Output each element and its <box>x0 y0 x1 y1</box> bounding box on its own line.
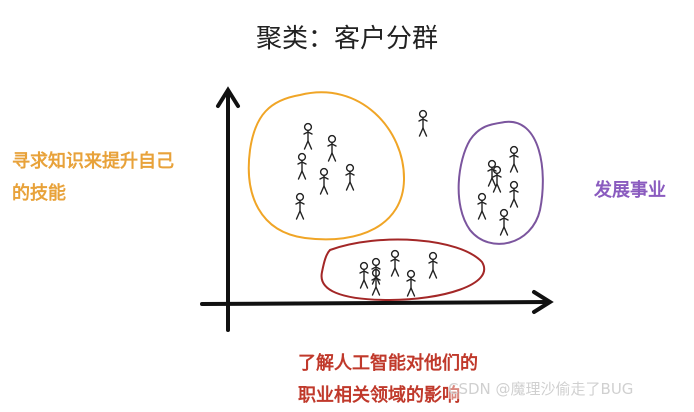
cluster-left-person-1 <box>303 122 313 150</box>
x-axis-arrow-icon <box>532 290 554 314</box>
cluster-right-outline <box>457 120 544 245</box>
cluster-bottom-person-5 <box>428 251 438 279</box>
cluster-right-person-1 <box>509 145 519 173</box>
page-title: 聚类：客户分群 <box>255 24 438 54</box>
x-axis <box>200 300 550 306</box>
cluster-bottom-person-1 <box>359 261 369 289</box>
label-right: 发展事业 <box>594 180 666 201</box>
cluster-left-person-6 <box>295 192 305 220</box>
people-group <box>295 109 519 297</box>
y-axis-arrow-icon <box>216 86 240 108</box>
cluster-left-person-3 <box>327 134 337 162</box>
cluster-bottom-person-4 <box>406 269 416 297</box>
watermark: CSDN @魔理沙偷走了BUG <box>448 378 634 399</box>
outlier-person-1 <box>418 109 428 137</box>
cluster-right-person-6 <box>492 165 502 193</box>
cluster-left-person-2 <box>297 152 307 180</box>
label-bottom-line1: 了解人工智能对他们的 <box>298 353 478 374</box>
cluster-bottom-person-6 <box>371 257 381 285</box>
cluster-bottom-person-2 <box>371 268 381 296</box>
axes <box>200 86 554 332</box>
cluster-left-outline <box>247 91 406 241</box>
cluster-bottom-outline <box>320 238 486 302</box>
label-left: 寻求知识来提升自己 的技能 <box>12 146 212 210</box>
cluster-right-person-5 <box>499 208 509 236</box>
cluster-left-person-4 <box>319 167 329 195</box>
label-left-line2: 的技能 <box>12 183 66 204</box>
label-bottom-line2: 职业相关领域的影响 <box>298 385 460 406</box>
cluster-right-person-3 <box>509 180 519 208</box>
cluster-right-person-4 <box>477 192 487 220</box>
cluster-bottom-person-3 <box>390 249 400 277</box>
label-left-line1: 寻求知识来提升自己 <box>12 151 174 172</box>
cluster-right-person-2 <box>487 159 497 187</box>
label-bottom: 了解人工智能对他们的 职业相关领域的影响 <box>298 348 558 412</box>
cluster-left-person-5 <box>345 163 355 191</box>
